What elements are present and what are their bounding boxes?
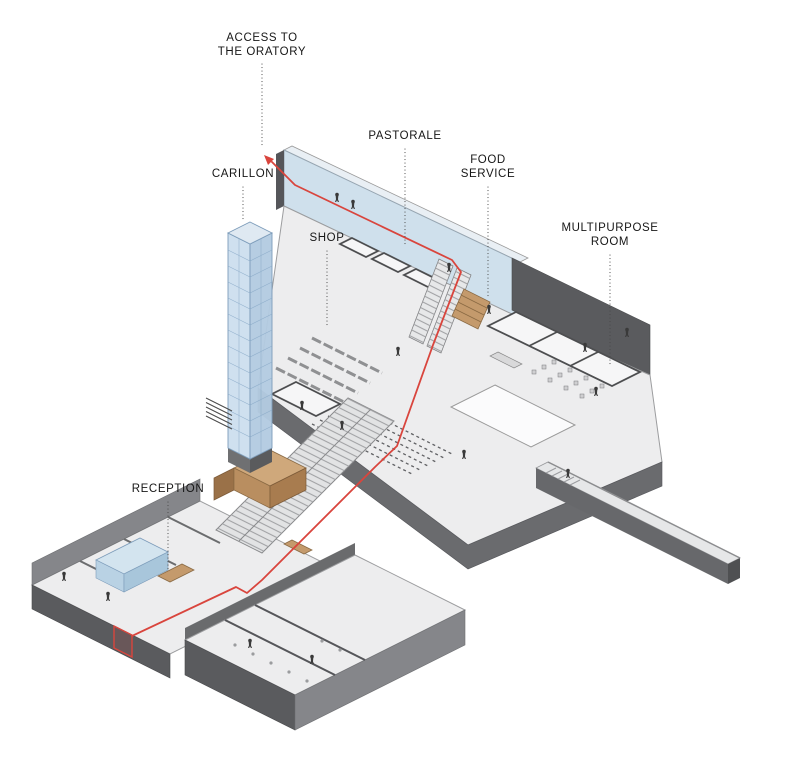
wood-stair-body <box>451 288 491 330</box>
tower-plinth-right <box>250 448 272 473</box>
lower-partition <box>254 604 366 661</box>
white-hall <box>449 384 577 448</box>
label-reception: RECEPTION <box>132 483 205 495</box>
label-access-oratory-line1: ACCESS TO <box>226 32 297 44</box>
reception-back-wall <box>31 478 201 586</box>
shop-room <box>269 380 343 418</box>
louvers <box>205 397 233 430</box>
label-multipurpose-line1: MULTIPURPOSE <box>561 222 658 234</box>
wood-ribbon-flap <box>213 467 235 501</box>
tower-grid <box>227 238 273 454</box>
glass-room-right <box>123 551 169 593</box>
arm-front-wall <box>536 468 728 584</box>
food-counter <box>489 351 523 369</box>
lower-level-block <box>183 543 467 731</box>
backoffice-room <box>369 251 413 274</box>
room-cluster <box>485 310 643 388</box>
multipurpose-tables <box>531 359 605 399</box>
lower-back-wall <box>185 543 355 640</box>
wood-bench <box>283 539 313 555</box>
reception-desk <box>157 563 195 583</box>
label-shop: SHOP <box>310 232 345 244</box>
right-corridor-arm <box>535 461 741 584</box>
labels: ACCESS TO THE ORATORY PASTORALE CARILLON… <box>132 32 658 495</box>
label-food-service-line1: FOOD <box>470 154 506 166</box>
wall-end-cap <box>276 150 284 210</box>
entrance-door <box>113 624 133 659</box>
lower-partition <box>224 619 336 676</box>
wood-stair-steps <box>454 294 488 323</box>
reception-partition <box>167 516 221 544</box>
wood-ribbon-right <box>269 467 307 509</box>
leader-lines <box>167 63 611 573</box>
label-pastorale: PASTORALE <box>368 130 441 142</box>
room-partition <box>569 351 599 367</box>
visitor-route-path <box>131 161 462 637</box>
shop-shelves <box>275 336 383 405</box>
label-food-service-line2: SERVICE <box>461 168 515 180</box>
backoffice-room <box>337 236 381 259</box>
fixtures <box>233 639 342 683</box>
tower-plinth-left <box>228 448 250 473</box>
escalator-steps <box>409 259 453 344</box>
label-access-oratory-line2: THE ORATORY <box>218 46 306 58</box>
label-carillon: CARILLON <box>212 168 274 180</box>
room-partition <box>528 331 558 347</box>
multipurpose-rooms <box>485 310 643 388</box>
label-multipurpose-line2: ROOM <box>591 236 629 248</box>
arm-end-wall <box>728 558 740 584</box>
route-arrowhead <box>264 155 274 165</box>
arm-back-rail <box>547 461 741 559</box>
wood-stair <box>451 288 491 330</box>
carillon-tower <box>205 221 274 473</box>
arm-stair-steps <box>545 467 581 486</box>
lower-front-wall-right <box>294 609 466 731</box>
